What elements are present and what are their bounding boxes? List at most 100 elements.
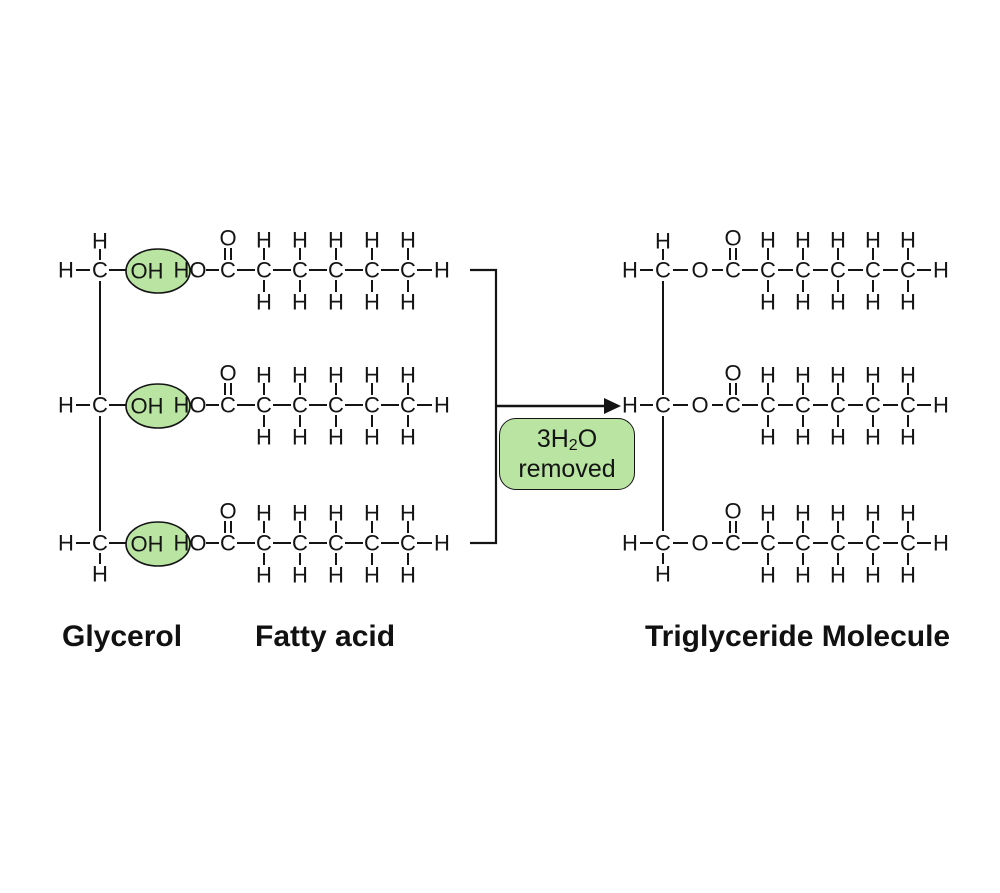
atom-label: H xyxy=(900,425,916,450)
atom-label: O xyxy=(691,393,708,418)
atom-label: H xyxy=(760,290,776,315)
atom-label: H xyxy=(795,228,811,253)
atom-label: H xyxy=(292,501,308,526)
atom-label: H xyxy=(434,531,450,556)
atom-label: C xyxy=(725,393,741,418)
atom-label: O xyxy=(691,531,708,556)
atom-label: H xyxy=(364,563,380,588)
atom-label: H xyxy=(795,363,811,388)
atom-label: OH xyxy=(131,259,164,284)
atom-label: C xyxy=(900,258,916,283)
atom-label: H xyxy=(400,425,416,450)
atom-label: H xyxy=(900,501,916,526)
atom-label: HO xyxy=(174,531,207,556)
atom-label: H xyxy=(400,501,416,526)
atom-label: O xyxy=(219,499,236,524)
atom-label: C xyxy=(760,258,776,283)
atom-label: H xyxy=(434,258,450,283)
atom-label: O xyxy=(724,499,741,524)
atom-label: H xyxy=(830,563,846,588)
atom-label: C xyxy=(795,393,811,418)
atom-label: C xyxy=(400,531,416,556)
atom-label: H xyxy=(865,363,881,388)
atom-label: H xyxy=(760,425,776,450)
atom-label: C xyxy=(364,393,380,418)
atom-label: H xyxy=(865,425,881,450)
atom-label: H xyxy=(58,393,74,418)
atom-label: H xyxy=(364,363,380,388)
atom-label: C xyxy=(256,531,272,556)
atom-label: C xyxy=(328,393,344,418)
atom-label: H xyxy=(795,501,811,526)
fatty-acid-label: Fatty acid xyxy=(255,620,396,653)
atom-label: O xyxy=(219,361,236,386)
atom-label: H xyxy=(256,425,272,450)
atom-label: H xyxy=(830,290,846,315)
atom-label: H xyxy=(92,562,108,587)
atom-label: H xyxy=(865,501,881,526)
atom-label: H xyxy=(292,363,308,388)
atom-label: H xyxy=(328,501,344,526)
atom-label: H xyxy=(900,290,916,315)
atom-label: C xyxy=(292,531,308,556)
atom-label: H xyxy=(900,228,916,253)
atom-label: OH xyxy=(131,394,164,419)
formula-subscript: 2 xyxy=(568,436,578,454)
atom-label: H xyxy=(400,290,416,315)
atom-label: C xyxy=(400,393,416,418)
formula-suffix: O xyxy=(577,424,598,453)
atom-label: C xyxy=(725,531,741,556)
atom-label: C xyxy=(256,258,272,283)
atom-label: H xyxy=(865,228,881,253)
atom-label: C xyxy=(92,393,108,418)
atom-label: H xyxy=(364,501,380,526)
atom-label: C xyxy=(865,258,881,283)
atom-label: C xyxy=(760,531,776,556)
atom-label: H xyxy=(760,501,776,526)
atom-label: C xyxy=(655,258,671,283)
atom-label: C xyxy=(655,393,671,418)
atom-label: H xyxy=(622,258,638,283)
atom-label: H xyxy=(256,363,272,388)
atom-label: H xyxy=(830,501,846,526)
atom-label: H xyxy=(933,393,949,418)
atom-label: C xyxy=(92,258,108,283)
atom-label: C xyxy=(292,258,308,283)
atom-label: C xyxy=(400,258,416,283)
atom-label: C xyxy=(760,393,776,418)
atom-label: C xyxy=(292,393,308,418)
atom-label: H xyxy=(760,563,776,588)
atom-label: H xyxy=(292,228,308,253)
atom-label: H xyxy=(655,562,671,587)
atom-label: H xyxy=(933,531,949,556)
atom-label: H xyxy=(256,501,272,526)
atom-label: H xyxy=(256,228,272,253)
atom-label: H xyxy=(328,563,344,588)
atom-label: C xyxy=(865,393,881,418)
atom-label: C xyxy=(865,531,881,556)
atom-label: C xyxy=(795,531,811,556)
atom-label: H xyxy=(292,425,308,450)
atom-label: H xyxy=(795,425,811,450)
atom-label: H xyxy=(256,290,272,315)
atom-label: O xyxy=(219,226,236,251)
triglyceride-label: Triglyceride Molecule xyxy=(645,620,951,653)
atom-label: O xyxy=(724,226,741,251)
formula-prefix: 3H xyxy=(536,424,569,453)
atom-label: H xyxy=(400,228,416,253)
atom-label: H xyxy=(622,531,638,556)
atom-label: H xyxy=(292,563,308,588)
atom-label: H xyxy=(795,563,811,588)
reaction-arrowhead xyxy=(604,398,621,414)
atom-label: H xyxy=(830,228,846,253)
atom-label: C xyxy=(830,258,846,283)
atom-label: C xyxy=(830,531,846,556)
atom-label: H xyxy=(434,393,450,418)
atom-label: HO xyxy=(174,258,207,283)
atom-label: H xyxy=(655,229,671,254)
atom-label: H xyxy=(364,290,380,315)
atom-label: H xyxy=(58,258,74,283)
atom-label: H xyxy=(933,258,949,283)
